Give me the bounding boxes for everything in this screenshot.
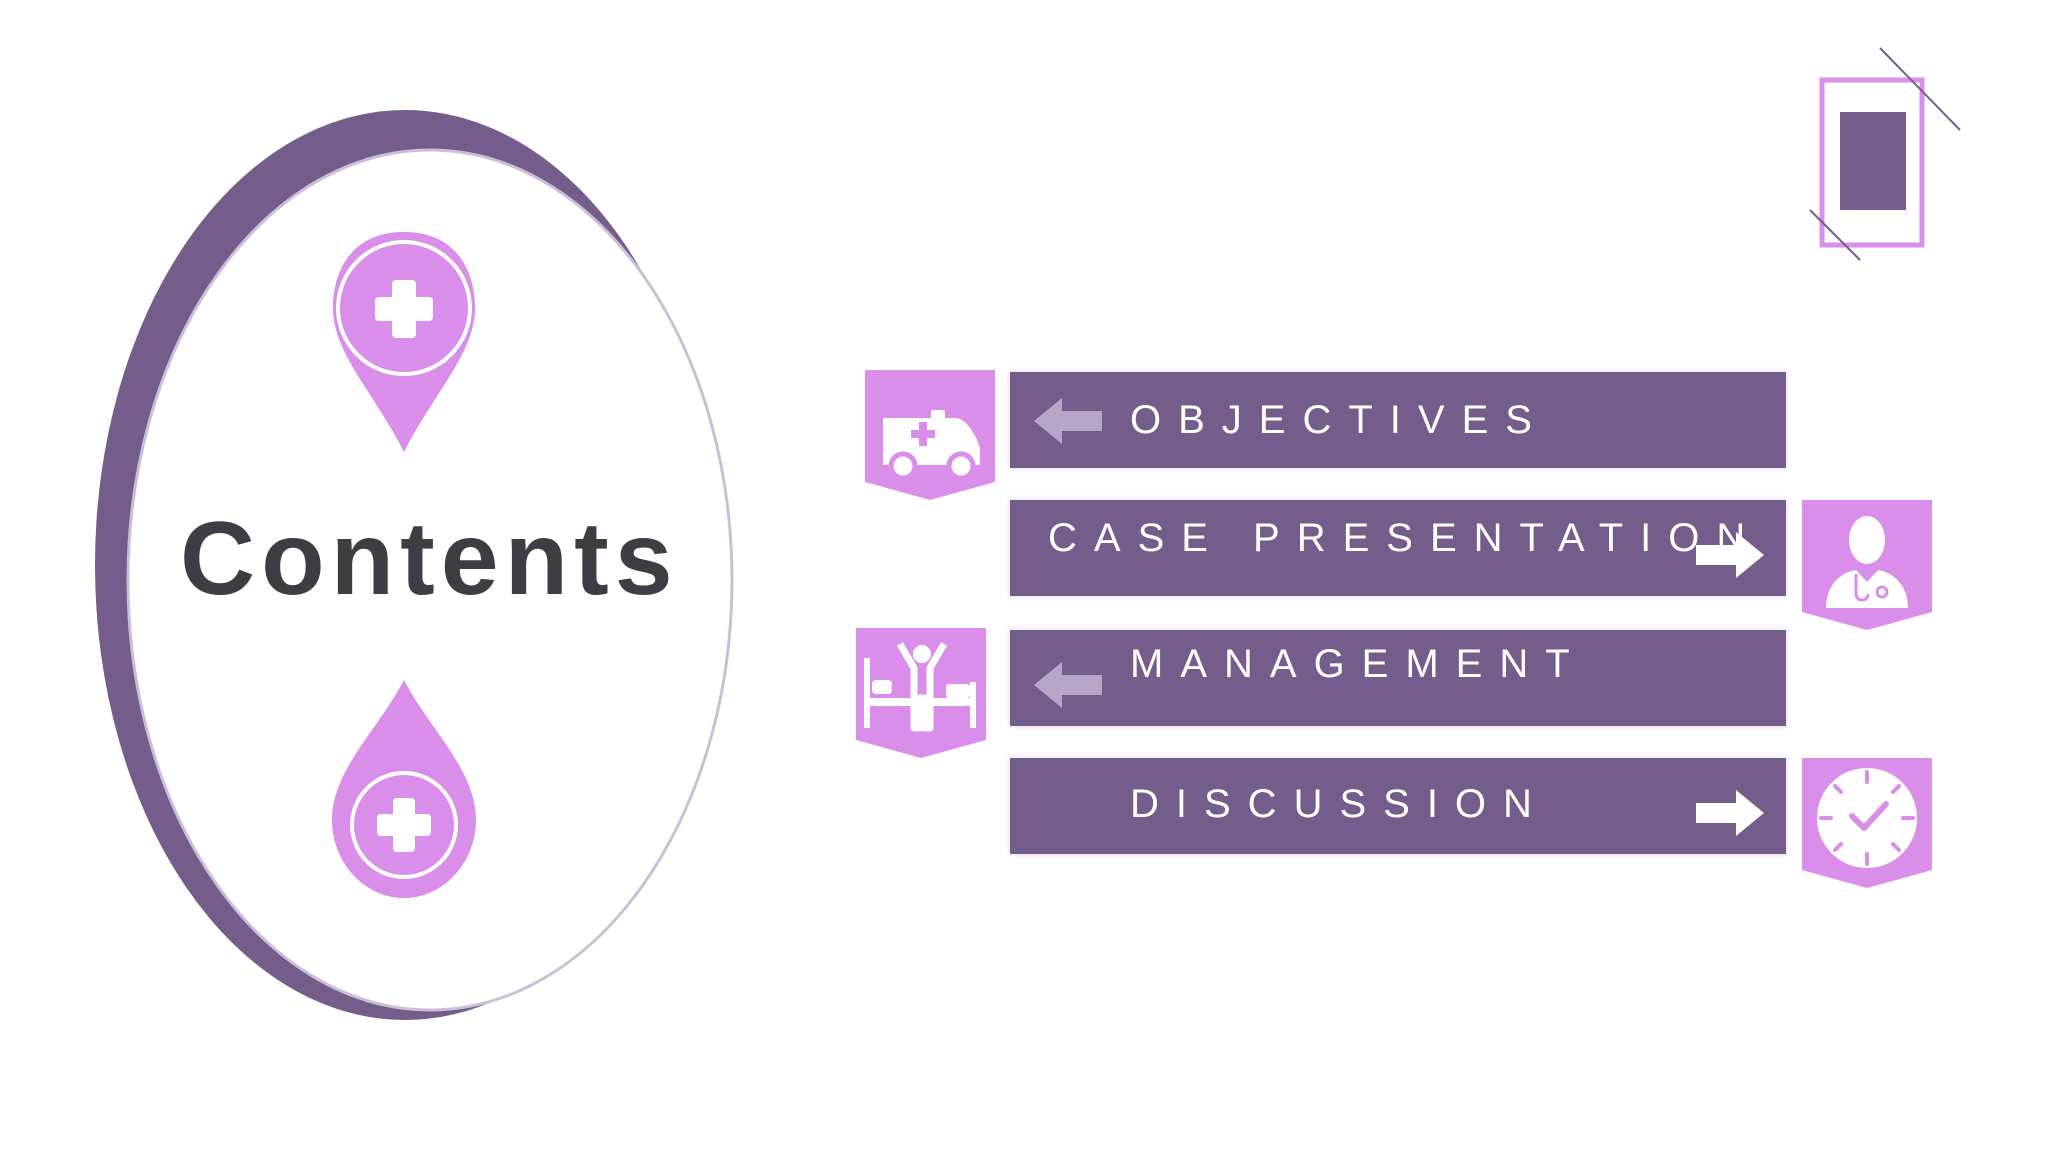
frame-decoration [1809, 47, 1961, 261]
menu-item-management[interactable]: MANAGEMENT [1010, 630, 1786, 726]
arrow-left-icon [1034, 662, 1102, 708]
menu-item-discussion[interactable]: DISCUSSION [1010, 758, 1786, 854]
doctor-icon [1802, 500, 1932, 630]
patient-recovery-icon [856, 628, 986, 758]
arrow-right-icon [1696, 790, 1764, 836]
menu-item-label: CASE PRESENTATION [1048, 516, 1763, 560]
menu-item-objectives[interactable]: OBJECTIVES [1010, 372, 1786, 468]
menu-item-label: OBJECTIVES [1130, 398, 1549, 442]
drop-medical-icon [332, 680, 476, 898]
arrow-left-icon [1034, 398, 1102, 444]
menu-item-label: MANAGEMENT [1130, 642, 1587, 686]
map-pin-medical-icon [332, 232, 476, 452]
menu-item-case-presentation[interactable]: CASE PRESENTATION [1010, 500, 1786, 596]
menu-item-label: DISCUSSION [1130, 782, 1549, 826]
arrow-right-icon [1696, 532, 1764, 578]
page-title: Contents [180, 501, 679, 617]
ambulance-icon [865, 370, 995, 500]
clock-icon [1802, 758, 1932, 888]
